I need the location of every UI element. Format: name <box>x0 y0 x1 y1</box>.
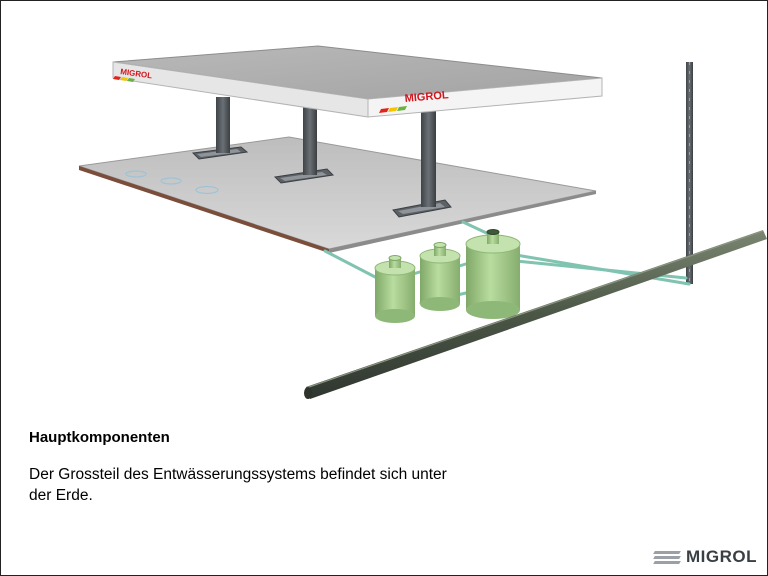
drainage-system-illustration: MIGROL MIGROL <box>78 45 767 399</box>
logo-stripes-icon <box>653 550 681 564</box>
forecourt-floor <box>78 136 597 253</box>
canopy-roof <box>112 45 603 118</box>
main-sewer-pipe <box>304 230 767 399</box>
section-description: Der Grossteil des Entwässerungssystems b… <box>29 466 447 504</box>
vent-pipe <box>686 62 693 284</box>
canopy-logo-right: MIGROL <box>404 89 449 105</box>
canopy-logo-left: MIGROL <box>120 67 153 80</box>
footer-logo-text: MIGROL <box>686 547 757 566</box>
separator-tank-3 <box>465 229 521 319</box>
section-heading: Hauptkomponenten <box>29 429 170 446</box>
canopy-brand-stripes <box>113 76 407 113</box>
separator-tank-2 <box>419 242 461 311</box>
canopy-pillars <box>216 97 436 207</box>
footer-logo: MIGROL <box>653 547 757 567</box>
separator-tank-1 <box>374 255 416 323</box>
